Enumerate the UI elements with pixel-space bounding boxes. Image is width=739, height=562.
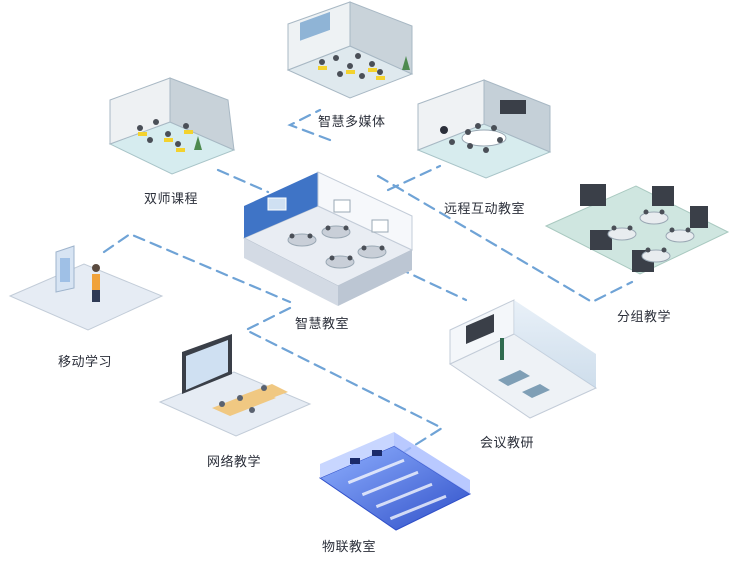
- dual-teacher-room-illustration: [108, 77, 236, 175]
- node-label-mobile: 移动学习: [58, 355, 113, 370]
- connector-group: [376, 174, 634, 304]
- node-label-dual-teacher: 双师课程: [144, 192, 199, 207]
- node-label-network: 网络教学: [207, 455, 262, 470]
- connector-meeting: [396, 266, 468, 302]
- network-teaching-illustration: [158, 334, 312, 437]
- node-label-group: 分组教学: [617, 310, 672, 325]
- node-label-iot: 物联教室: [322, 540, 377, 555]
- multimedia-room-illustration: [286, 1, 414, 99]
- iot-classroom-illustration: [318, 432, 472, 531]
- connector-dual-teacher: [216, 168, 270, 194]
- smart-classroom-illustration: [242, 171, 414, 306]
- node-label-meeting: 会议教研: [480, 436, 535, 451]
- connector-multimedia: [287, 108, 332, 142]
- group-teaching-illustration: [544, 184, 730, 275]
- meeting-research-illustration: [448, 299, 598, 419]
- center-node-label: 智慧教室: [295, 317, 350, 332]
- node-label-multimedia: 智慧多媒体: [318, 115, 386, 130]
- mobile-learning-illustration: [8, 245, 164, 331]
- connectors: [102, 108, 634, 454]
- connector-network: [243, 306, 445, 454]
- remote-room-illustration: [416, 79, 552, 179]
- connector-mobile: [102, 232, 292, 304]
- node-label-remote: 远程互动教室: [444, 202, 526, 217]
